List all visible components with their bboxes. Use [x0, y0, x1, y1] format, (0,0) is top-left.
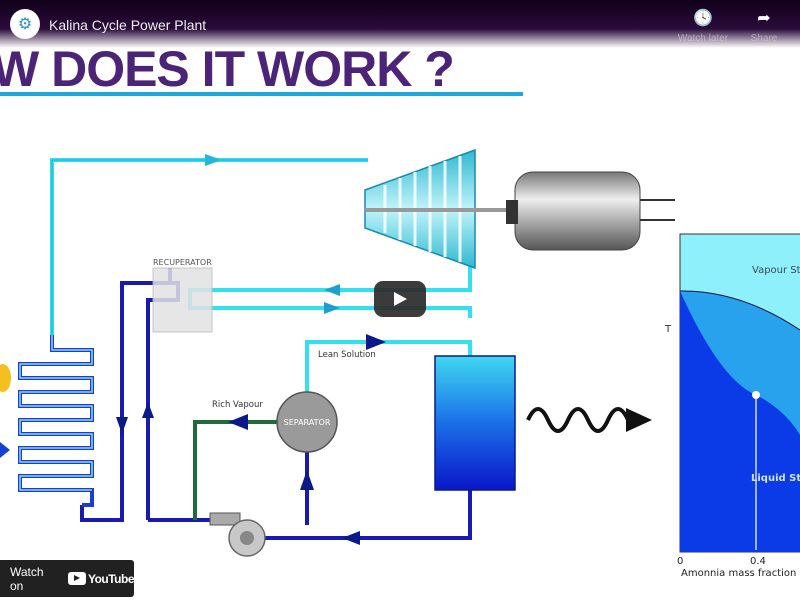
separator-label: SEPARATOR	[284, 418, 331, 427]
watch-on-label: Watch on	[10, 564, 44, 593]
rich-vapour-pipe	[193, 420, 278, 520]
video-title[interactable]: Kalina Cycle Power Plant	[49, 17, 207, 33]
flame-icon	[0, 364, 11, 392]
x-tick-0: 0	[677, 556, 683, 567]
flow-arrow	[342, 531, 360, 545]
condenser-tank	[434, 355, 516, 491]
liquid-region-label: Liquid Sta	[751, 473, 800, 484]
separator	[276, 391, 338, 453]
watch-later-button[interactable]: 🕓 Watch later	[673, 8, 733, 46]
flow-arrow	[142, 402, 154, 418]
pump	[209, 512, 266, 557]
flow-arrow	[300, 470, 314, 490]
vapour-region-label: Vapour St	[752, 265, 800, 276]
play-button[interactable]	[374, 281, 426, 317]
slide-title: W DOES IT WORK ?	[0, 41, 455, 97]
share-button[interactable]: ➦ Share	[734, 8, 794, 46]
player-top-bar	[0, 0, 800, 48]
wave-arrow	[626, 408, 652, 432]
state-point	[752, 391, 760, 399]
clock-icon: 🕓	[693, 10, 713, 27]
flow-arrow	[324, 284, 340, 296]
share-arrow-icon: ➦	[757, 10, 771, 27]
flow-arrow	[366, 334, 386, 350]
flow-arrow	[228, 414, 248, 430]
wave-output	[526, 407, 630, 433]
channel-logo[interactable]: ⚙	[10, 9, 40, 39]
recuperator-label: RECUPERATOR	[153, 258, 212, 267]
y-axis-label: T	[664, 324, 672, 335]
recuperator	[152, 267, 213, 333]
x-tick-0-4: 0.4	[750, 556, 766, 567]
youtube-play-icon	[67, 572, 86, 585]
flow-arrow	[324, 302, 340, 314]
lean-solution-label: Lean Solution	[318, 350, 376, 360]
watch-on-youtube-button[interactable]: Watch on YouTube	[0, 560, 135, 597]
share-label: Share	[750, 33, 778, 44]
watch-later-label: Watch later	[677, 33, 729, 44]
heat-input-arrow	[0, 442, 10, 458]
flow-arrow	[116, 417, 128, 434]
x-axis-label: Amonnia mass fraction	[681, 568, 796, 579]
phase-diagram	[679, 233, 800, 553]
youtube-logo: YouTube	[67, 571, 135, 586]
flow-arrow	[205, 154, 222, 166]
generator	[514, 171, 641, 251]
youtube-label: YouTube	[87, 571, 135, 586]
rich-vapour-label: Rich Vapour	[212, 400, 263, 410]
title-underline	[0, 92, 523, 96]
